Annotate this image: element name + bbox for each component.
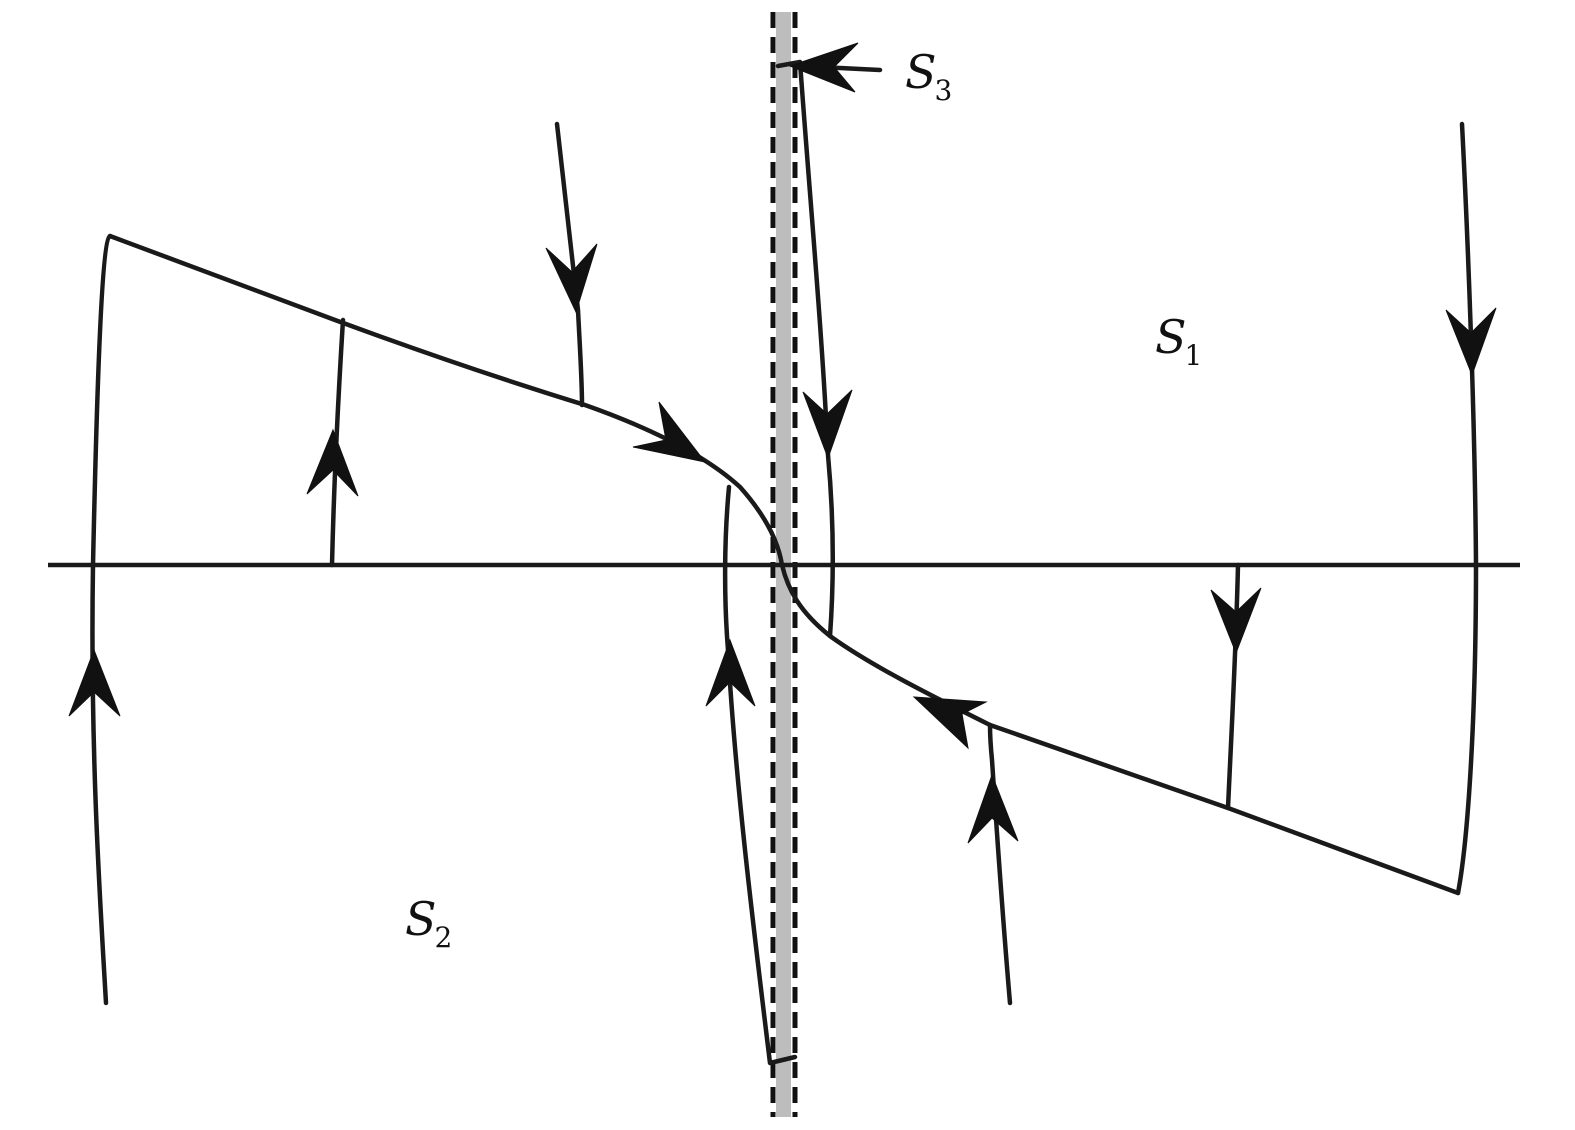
arrow-right-connector xyxy=(1210,587,1262,655)
arrow-separatrix-lower xyxy=(912,696,988,750)
right-outer-trajectory xyxy=(1455,121,1479,896)
arrow-upper-incoming xyxy=(545,243,598,314)
arrow-separatrix-upper xyxy=(632,401,707,463)
arrow-s3-pointer xyxy=(788,42,859,93)
label-s2: S2 xyxy=(405,892,452,954)
label-s1: S1 xyxy=(1155,310,1202,372)
left-outer-trajectory xyxy=(90,233,113,1006)
lower-incoming-trajectory xyxy=(987,722,1013,1006)
arrow-left-outer xyxy=(68,648,121,717)
label-s3: S3 xyxy=(905,45,952,107)
lower-band-loop-trajectory xyxy=(722,484,798,1066)
arrow-right-outer xyxy=(1445,307,1497,377)
arrow-band-lower-left xyxy=(705,638,756,707)
arrow-band-upper-right xyxy=(802,389,853,460)
arrow-lower-incoming xyxy=(967,773,1019,844)
arrow-left-connector xyxy=(306,428,359,497)
main-separatrix-curve xyxy=(107,233,1461,896)
right-connector-trajectory xyxy=(1225,562,1241,811)
upper-band-loop-trajectory xyxy=(775,59,836,639)
